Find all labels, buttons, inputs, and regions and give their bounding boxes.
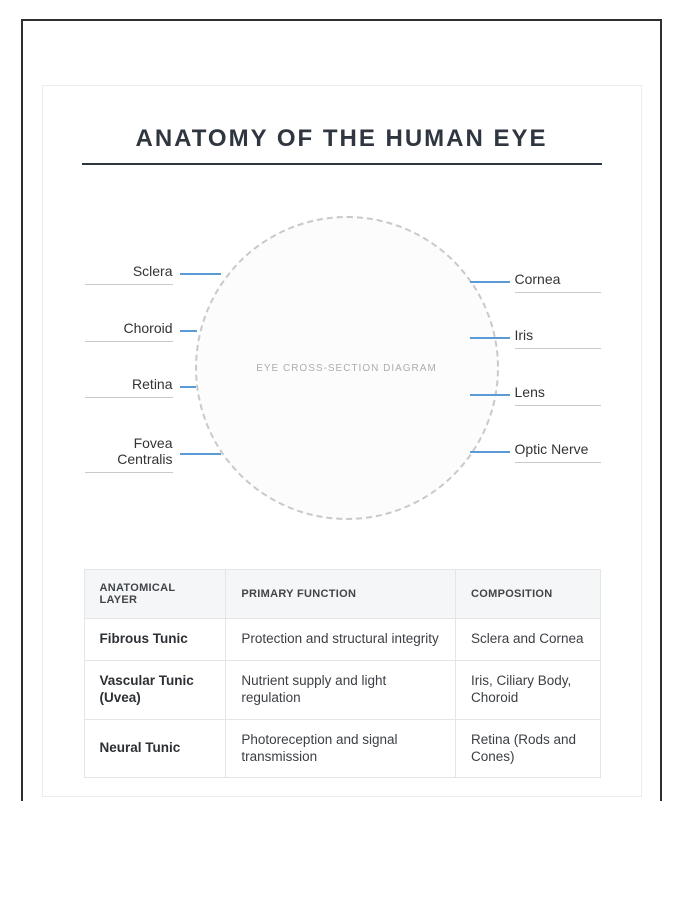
label-retina: Retina <box>84 376 173 398</box>
cell-function-neural-tunic: Photoreception and signal transmission <box>225 718 456 779</box>
connector-sclera <box>179 273 221 275</box>
connector-lens <box>469 394 510 396</box>
connector-choroid <box>179 330 197 332</box>
label-fovea-centralis: Fovea Centralis <box>84 435 173 473</box>
cell-composition-neural-tunic: Retina (Rods and Cones) <box>455 718 601 779</box>
diagram-placeholder-label: EYE CROSS-SECTION DIAGRAM <box>256 362 437 374</box>
table-row-vascular-tunic: Vascular Tunic (Uvea) Nutrient supply an… <box>83 659 601 720</box>
connector-retina <box>179 386 196 388</box>
page-title: ANATOMY OF THE HUMAN EYE <box>135 125 548 152</box>
eye-cross-section-placeholder: EYE CROSS-SECTION DIAGRAM <box>194 216 499 520</box>
title-underline-rule <box>81 163 602 165</box>
cell-function-fibrous-tunic: Protection and structural integrity <box>225 618 456 661</box>
cell-layer-fibrous-tunic: Fibrous Tunic <box>83 618 227 661</box>
table-row-fibrous-tunic: Fibrous Tunic Protection and structural … <box>83 618 601 661</box>
connector-cornea <box>469 281 510 283</box>
anatomy-layers-table: ANATOMICAL LAYER PRIMARY FUNCTION COMPOS… <box>83 569 601 779</box>
connector-iris <box>469 337 510 339</box>
eye-diagram: EYE CROSS-SECTION DIAGRAM Sclera Choroid… <box>43 165 641 569</box>
cell-composition-fibrous-tunic: Sclera and Cornea <box>455 618 601 661</box>
connector-fovea-centralis <box>179 453 221 455</box>
column-header-composition: COMPOSITION <box>455 569 601 619</box>
label-lens: Lens <box>514 384 601 406</box>
label-choroid: Choroid <box>84 320 173 342</box>
connector-optic-nerve <box>469 451 510 453</box>
cell-composition-vascular-tunic: Iris, Ciliary Body, Choroid <box>455 659 601 720</box>
label-sclera: Sclera <box>84 263 173 285</box>
label-optic-nerve: Optic Nerve <box>514 441 601 463</box>
cell-layer-neural-tunic: Neural Tunic <box>83 718 227 779</box>
column-header-anatomical-layer: ANATOMICAL LAYER <box>83 569 227 619</box>
table-row-neural-tunic: Neural Tunic Photoreception and signal t… <box>83 718 601 779</box>
cell-layer-vascular-tunic: Vascular Tunic (Uvea) <box>83 659 227 720</box>
label-iris: Iris <box>514 327 601 349</box>
table-header-row: ANATOMICAL LAYER PRIMARY FUNCTION COMPOS… <box>83 569 601 619</box>
document-card: ANATOMY OF THE HUMAN EYE EYE CROSS-SECTI… <box>41 85 642 797</box>
label-cornea: Cornea <box>514 271 601 293</box>
document-frame: ANATOMY OF THE HUMAN EYE EYE CROSS-SECTI… <box>21 19 662 801</box>
cell-function-vascular-tunic: Nutrient supply and light regulation <box>225 659 456 720</box>
column-header-primary-function: PRIMARY FUNCTION <box>225 569 456 619</box>
